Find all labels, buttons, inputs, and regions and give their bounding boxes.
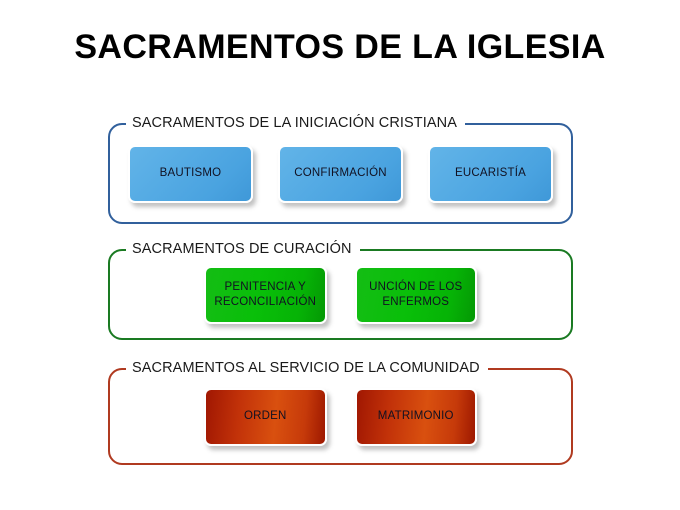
page-title: SACRAMENTOS DE LA IGLESIA: [74, 28, 606, 66]
group-label-curacion: SACRAMENTOS DE CURACIÓN: [132, 240, 352, 257]
sacrament-box-bautismo[interactable]: BAUTISMO: [128, 144, 253, 203]
sacrament-box-uncion-enfermos[interactable]: UNCIÓN DE LOS ENFERMOS: [354, 265, 477, 324]
group-label-iniciacion: SACRAMENTOS DE LA INICIACIÓN CRISTIANA: [132, 114, 458, 131]
group-sacramentos-iniciacion-cristiana: SACRAMENTOS DE LA INICIACIÓN CRISTIANA B…: [108, 112, 573, 224]
group-label-servicio: SACRAMENTOS AL SERVICIO DE LA COMUNIDAD: [132, 359, 480, 376]
group-sacramentos-curacion: SACRAMENTOS DE CURACIÓN PENITENCIA Y REC…: [108, 238, 573, 340]
group-body-iniciacion: BAUTISMO CONFIRMACIÓN EUCARISTÍA: [108, 123, 573, 224]
group-label-wrap-servicio: SACRAMENTOS AL SERVICIO DE LA COMUNIDAD: [126, 357, 488, 379]
group-body-curacion: PENITENCIA Y RECONCILIACIÓN UNCIÓN DE LO…: [108, 249, 573, 340]
sacrament-box-penitencia-reconciliacion[interactable]: PENITENCIA Y RECONCILIACIÓN: [204, 265, 327, 324]
group-sacramentos-servicio-comunidad: SACRAMENTOS AL SERVICIO DE LA COMUNIDAD …: [108, 357, 573, 465]
sacrament-box-orden[interactable]: ORDEN: [204, 387, 327, 446]
sacrament-box-eucaristia[interactable]: EUCARISTÍA: [428, 144, 553, 203]
group-label-wrap-iniciacion: SACRAMENTOS DE LA INICIACIÓN CRISTIANA: [126, 112, 466, 134]
sacrament-box-matrimonio[interactable]: MATRIMONIO: [354, 387, 477, 446]
group-body-servicio: ORDEN MATRIMONIO: [108, 368, 573, 465]
group-label-wrap-curacion: SACRAMENTOS DE CURACIÓN: [126, 238, 360, 260]
sacrament-box-confirmacion[interactable]: CONFIRMACIÓN: [278, 144, 403, 203]
